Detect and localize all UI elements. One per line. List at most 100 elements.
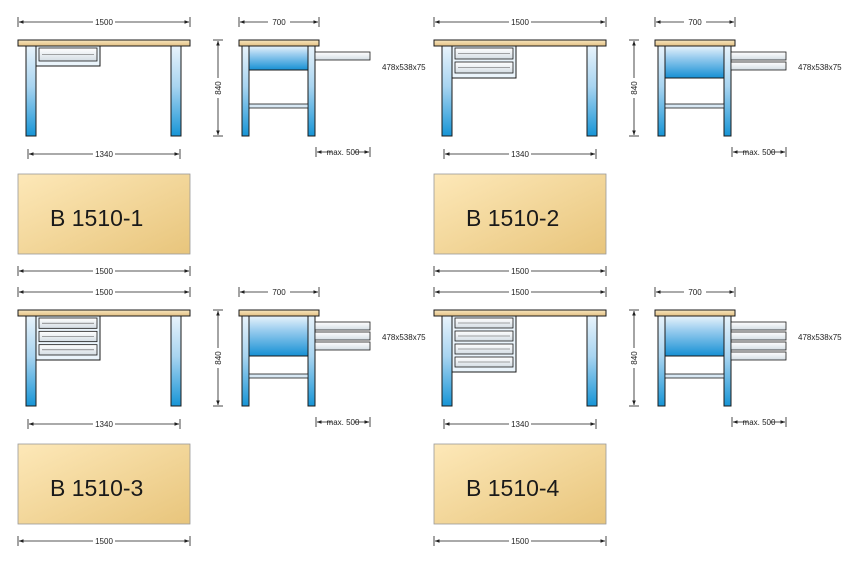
dim-height-label: 840 bbox=[214, 81, 223, 95]
extended-drawer bbox=[730, 341, 787, 351]
leg-left bbox=[25, 45, 37, 137]
dim-front-width-label-bg bbox=[509, 16, 531, 26]
dim-side-depth-label: 700 bbox=[688, 18, 702, 27]
dim-bottom-width-label: 1500 bbox=[95, 267, 113, 276]
dim-extension-label-bg bbox=[748, 146, 770, 156]
leg-left bbox=[441, 315, 453, 407]
dim-inner-width-label: 1340 bbox=[95, 150, 113, 159]
dim-side-depth-label: 700 bbox=[688, 288, 702, 297]
side-worktop bbox=[238, 309, 320, 317]
extended-drawer bbox=[314, 341, 371, 351]
side-view: 700 840 478x538x75 max. 500 bbox=[629, 16, 842, 157]
dim-inner-width-label: 1340 bbox=[511, 420, 529, 429]
dim-front-width-label-bg bbox=[93, 286, 115, 296]
extended-drawer bbox=[730, 51, 787, 61]
dim-bottom-width-label: 1500 bbox=[95, 537, 113, 546]
model-label-box bbox=[433, 443, 607, 525]
dim-height-label: 840 bbox=[630, 351, 639, 365]
dim-extension-label-bg bbox=[748, 416, 770, 426]
drawer-size-label: 478x538x75 bbox=[798, 333, 842, 342]
dim-side-depth-label-bg bbox=[268, 16, 290, 26]
side-worktop bbox=[654, 309, 736, 317]
extended-drawer bbox=[730, 321, 787, 331]
leg-left bbox=[25, 315, 37, 407]
dim-front-width-label: 1500 bbox=[95, 18, 113, 27]
worktop bbox=[433, 39, 607, 47]
side-leg-front bbox=[657, 315, 666, 407]
extended-drawer bbox=[314, 321, 371, 331]
dim-bottom-width-label-bg bbox=[93, 265, 115, 275]
extended-drawer bbox=[314, 51, 371, 61]
extended-drawer bbox=[730, 331, 787, 341]
extended-drawers bbox=[730, 51, 787, 71]
side-view: 700 840 478x538x75 max. 500 bbox=[213, 286, 426, 427]
workbench-model-2: 1500 1340 700 840 478x538x75 max. 500 B 1510-2… bbox=[433, 16, 842, 276]
worktop bbox=[17, 39, 191, 47]
dim-front-width-label: 1500 bbox=[95, 288, 113, 297]
dim-bottom-width-label-bg bbox=[509, 265, 531, 275]
dim-height-label-bg bbox=[629, 348, 639, 368]
dim-side-depth-label-bg bbox=[684, 16, 706, 26]
model-name: B 1510-4 bbox=[466, 475, 560, 501]
side-worktop bbox=[654, 39, 736, 47]
model-name: B 1510-3 bbox=[50, 475, 143, 501]
dim-side-depth-label-bg bbox=[684, 286, 706, 296]
dim-height-label-bg bbox=[213, 78, 223, 98]
side-leg-front bbox=[241, 45, 250, 137]
side-crossbar bbox=[248, 373, 309, 379]
model-label-box bbox=[17, 443, 191, 525]
side-leg-back bbox=[307, 45, 316, 137]
side-cabinet bbox=[664, 45, 725, 79]
dim-bottom-width-label-bg bbox=[93, 535, 115, 545]
side-leg-back bbox=[723, 315, 732, 407]
dim-bottom-width-label: 1500 bbox=[511, 537, 529, 546]
dim-extension-label: max. 500 bbox=[327, 148, 360, 157]
leg-right bbox=[586, 45, 598, 137]
drawer-size-label: 478x538x75 bbox=[382, 63, 426, 72]
dim-height-label: 840 bbox=[630, 81, 639, 95]
side-crossbar bbox=[664, 103, 725, 109]
model-name: B 1510-1 bbox=[50, 205, 143, 231]
model-name: B 1510-2 bbox=[466, 205, 559, 231]
side-cabinet bbox=[248, 315, 309, 357]
extended-drawers bbox=[730, 321, 787, 361]
leg-right bbox=[586, 315, 598, 407]
dim-bottom-width-label: 1500 bbox=[511, 267, 529, 276]
drawer-size-label: 478x538x75 bbox=[382, 333, 426, 342]
leg-right bbox=[170, 315, 182, 407]
dim-bottom-width-label-bg bbox=[509, 535, 531, 545]
drawer-size-label: 478x538x75 bbox=[798, 63, 842, 72]
dim-side-depth-label: 700 bbox=[272, 288, 286, 297]
extended-drawer bbox=[730, 351, 787, 361]
side-worktop bbox=[238, 39, 320, 47]
leg-right bbox=[170, 45, 182, 137]
model-label-box bbox=[433, 173, 607, 255]
dim-front-width-label-bg bbox=[509, 286, 531, 296]
model-label-box bbox=[17, 173, 191, 255]
dim-extension-label: max. 500 bbox=[743, 148, 776, 157]
side-leg-front bbox=[657, 45, 666, 137]
leg-left bbox=[441, 45, 453, 137]
extended-drawers bbox=[314, 321, 371, 351]
dim-front-width-label: 1500 bbox=[511, 18, 529, 27]
dim-inner-width-label-bg bbox=[509, 418, 531, 428]
side-leg-back bbox=[307, 315, 316, 407]
side-crossbar bbox=[248, 103, 309, 109]
dim-height-label: 840 bbox=[214, 351, 223, 365]
extended-drawers bbox=[314, 51, 371, 61]
side-cabinet bbox=[248, 45, 309, 71]
front-view: 1500 1340 bbox=[17, 16, 191, 159]
dim-extension-label-bg bbox=[332, 416, 354, 426]
front-view: 1500 1340 bbox=[433, 16, 607, 159]
dim-height-label-bg bbox=[629, 78, 639, 98]
dim-extension-label: max. 500 bbox=[327, 418, 360, 427]
dim-inner-width-label: 1340 bbox=[511, 150, 529, 159]
dim-front-width-label: 1500 bbox=[511, 288, 529, 297]
side-leg-back bbox=[723, 45, 732, 137]
extended-drawer bbox=[730, 61, 787, 71]
